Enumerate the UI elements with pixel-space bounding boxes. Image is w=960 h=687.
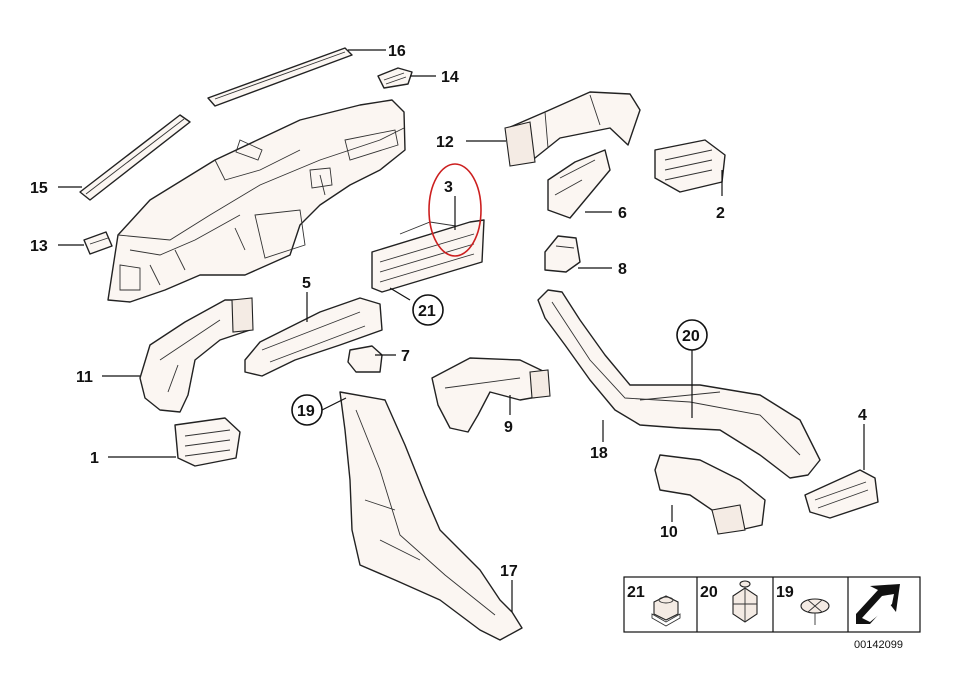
direction-arrow-icon (856, 584, 900, 624)
label-14: 14 (441, 69, 459, 86)
label-13: 13 (30, 238, 48, 255)
label-16: 16 (388, 43, 406, 60)
part-18-long-duct (537, 289, 821, 479)
dashboard-panel (107, 99, 406, 303)
label-4: 4 (858, 407, 867, 424)
part-2-side-vent (654, 139, 726, 193)
part-5-center-duct (244, 297, 383, 377)
clip-19-icon (800, 598, 830, 625)
fastener-legend: 21 20 19 00142099 (623, 576, 921, 651)
leader-lines (58, 49, 865, 612)
part-16-defroster-strip (207, 47, 353, 107)
part-17-floor-duct (339, 391, 523, 641)
part-6-duct-piece (547, 149, 611, 219)
highlight-part-3 (428, 163, 482, 257)
part-10-duct (654, 454, 766, 535)
label-15: 15 (30, 180, 48, 197)
label-6: 6 (618, 205, 627, 222)
part-9-duct (431, 357, 551, 433)
part-13-small-grille (83, 231, 113, 255)
part-14-small-grille (377, 67, 413, 89)
label-12: 12 (436, 134, 454, 151)
diagram-code: 00142099 (854, 639, 903, 651)
part-12-duct (504, 91, 641, 167)
part-4-side-vent (804, 469, 879, 519)
label-10: 10 (660, 524, 678, 541)
label-5: 5 (302, 275, 311, 292)
label-8: 8 (618, 261, 627, 278)
legend-label-19: 19 (776, 584, 794, 601)
circle-21 (412, 294, 444, 326)
nut-20-icon (732, 580, 758, 623)
part-1-side-vent (174, 417, 241, 467)
circle-19 (291, 394, 323, 426)
label-11: 11 (76, 369, 93, 386)
legend-label-21: 21 (627, 584, 645, 601)
label-2: 2 (716, 205, 725, 222)
label-9: 9 (504, 419, 513, 436)
label-19: 19 (297, 403, 315, 420)
legend-label-20: 20 (700, 584, 718, 601)
part-7-clip (347, 345, 383, 373)
label-21: 21 (418, 303, 436, 320)
label-20: 20 (682, 328, 700, 345)
part-11-duct (139, 297, 254, 413)
nut-21-icon (651, 595, 681, 627)
part-15-side-strip (79, 114, 191, 201)
label-17: 17 (500, 563, 518, 580)
label-3: 3 (444, 179, 453, 196)
callout-labels: 16 14 15 13 12 2 6 8 3 5 7 11 1 9 18 10 … (30, 43, 867, 580)
label-7: 7 (401, 348, 410, 365)
circle-20 (676, 319, 708, 351)
part-3-center-vent (371, 219, 485, 293)
label-18: 18 (590, 445, 608, 462)
part-8-duct-piece (544, 235, 581, 273)
label-1: 1 (90, 450, 99, 467)
